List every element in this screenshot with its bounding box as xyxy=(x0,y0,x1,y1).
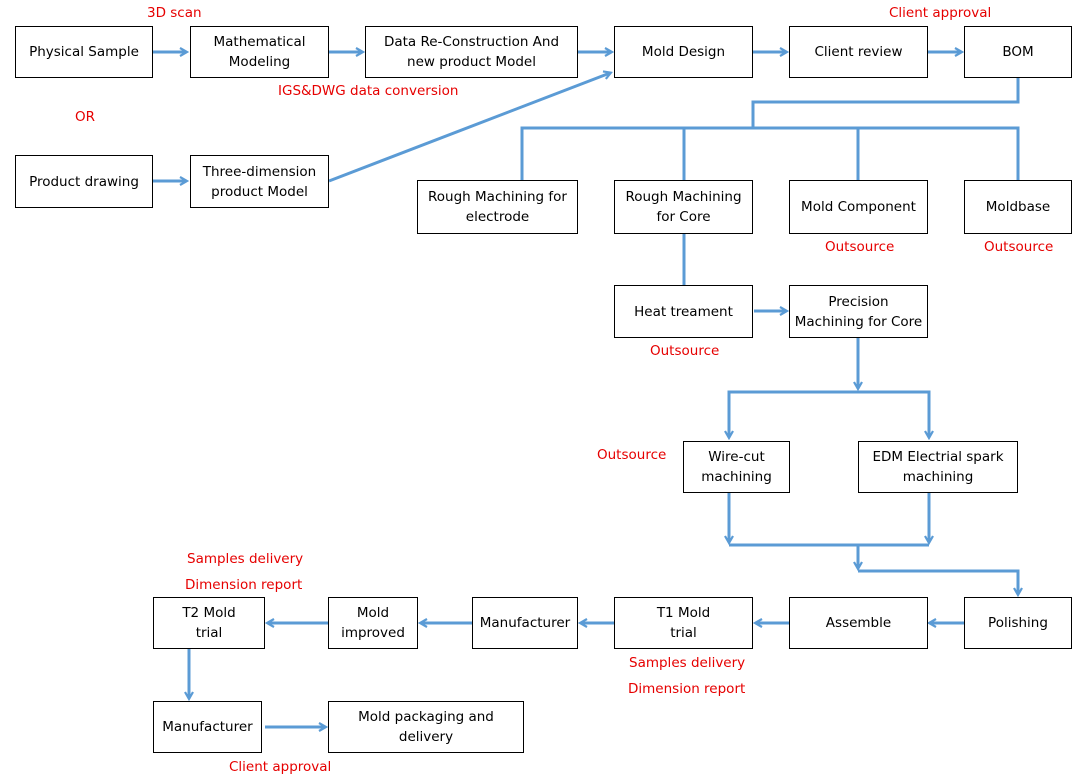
note-samples-t2: Samples delivery xyxy=(187,551,304,567)
box-rough-core: Rough Machining for Core xyxy=(614,180,753,234)
box-moldbase: Moldbase xyxy=(964,180,1072,234)
arrow-split-to-edm xyxy=(858,390,929,437)
box-manufacturer-1: Manufacturer xyxy=(472,597,578,649)
note-outsource-wire: Outsource xyxy=(597,447,667,463)
note-outsource-moldbase: Outsource xyxy=(984,239,1054,255)
box-packaging: Mold packaging and delivery xyxy=(328,701,524,753)
box-heat-treatment: Heat treament xyxy=(614,285,753,338)
connector-bom-down xyxy=(751,78,1020,128)
note-client-approval-bottom: Client approval xyxy=(229,759,332,775)
box-wire-cut: Wire-cut machining xyxy=(683,441,790,493)
box-bom: BOM xyxy=(964,26,1072,78)
box-mold-improved: Mold improved xyxy=(328,597,418,649)
box-mold-design: Mold Design xyxy=(614,26,753,78)
note-igs-dwg: IGS&DWG data conversion xyxy=(278,83,459,99)
box-assemble: Assemble xyxy=(789,597,928,649)
box-t2-mold-trial: T2 Mold trial xyxy=(153,597,265,649)
box-t1-mold-trial: T1 Mold trial xyxy=(614,597,753,649)
note-dimension-t2: Dimension report xyxy=(185,577,303,593)
arrow-to-polishing xyxy=(858,569,1018,594)
note-client-approval-top: Client approval xyxy=(889,5,992,21)
note-samples-t1: Samples delivery xyxy=(629,655,746,671)
note-3d-scan: 3D scan xyxy=(147,5,202,21)
box-edm: EDM Electrial spark machining xyxy=(858,441,1018,493)
box-manufacturer-2: Manufacturer xyxy=(153,701,262,753)
box-polishing: Polishing xyxy=(964,597,1072,649)
box-rough-electrode: Rough Machining for electrode xyxy=(417,180,578,234)
arrow-split-to-wirecut xyxy=(729,390,858,437)
box-data-reconstruction: Data Re-Construction And new product Mod… xyxy=(365,26,578,78)
connector-bom-bus xyxy=(520,126,1020,180)
box-client-review: Client review xyxy=(789,26,928,78)
note-dimension-t1: Dimension report xyxy=(628,681,746,697)
box-physical-sample: Physical Sample xyxy=(15,26,153,78)
note-or: OR xyxy=(75,109,96,125)
box-precision-core: Precision Machining for Core xyxy=(789,285,928,338)
note-outsource-heat: Outsource xyxy=(650,343,720,359)
box-three-dimension-model: Three-dimension product Model xyxy=(190,155,329,208)
box-mold-component: Mold Component xyxy=(789,180,928,234)
note-outsource-component: Outsource xyxy=(825,239,895,255)
box-mathematical-modeling: Mathematical Modeling xyxy=(190,26,329,78)
box-product-drawing: Product drawing xyxy=(15,155,153,208)
arrow-3d-to-design xyxy=(328,73,610,183)
